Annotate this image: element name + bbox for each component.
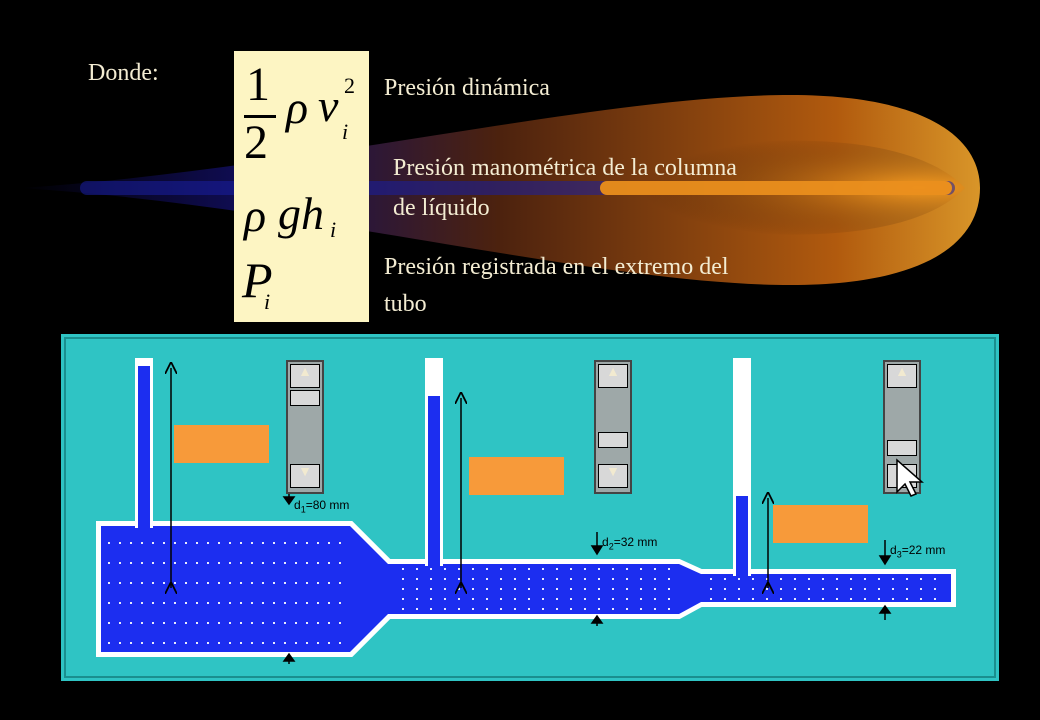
manometric-pressure-label-1: Presión manométrica de la columna <box>393 155 737 181</box>
formula-denominator: 2 <box>244 116 268 169</box>
gh-symbol: gh <box>278 188 324 239</box>
scroll-up-button-1[interactable]: ▲ <box>290 364 320 388</box>
pressure-value-box-3 <box>773 505 868 543</box>
mouse-cursor-icon <box>896 458 924 497</box>
rho-symbol-2: ρ <box>244 190 267 241</box>
velocity-symbol: v <box>318 80 339 131</box>
d2-label: d2=32 mm <box>602 535 658 552</box>
d1-label: d1=80 mm <box>294 498 350 515</box>
formula-box: 1 2 ρ v 2 i ρ gh i P i <box>234 51 369 322</box>
scroll-thumb-1[interactable] <box>290 390 320 406</box>
recorded-pressure-label-2: tubo <box>384 291 427 317</box>
pressure-symbol: P <box>242 252 273 308</box>
manometric-pressure-label-2: de líquido <box>393 195 490 221</box>
venturi-simulation: ▲ ▼ ▲ ▼ ▲ ▼ d1=80 mm d2=32 mm d3=22 mm <box>61 334 999 681</box>
scroll-down-button-1[interactable]: ▼ <box>290 464 320 488</box>
scrollbar-2[interactable]: ▲ ▼ <box>594 360 632 494</box>
scrollbar-1[interactable]: ▲ ▼ <box>286 360 324 494</box>
tube-3-water <box>736 496 748 576</box>
recorded-pressure-label-1: Presión registrada en el extremo del <box>384 254 729 280</box>
subscript-i: i <box>342 119 349 144</box>
diameter-markers <box>282 484 892 664</box>
scroll-up-button-2[interactable]: ▲ <box>598 364 628 388</box>
fraction-bar <box>244 115 276 118</box>
exponent-2: 2 <box>344 73 355 98</box>
comet-streak-decoration <box>20 95 980 285</box>
scroll-up-button-3[interactable]: ▲ <box>887 364 917 388</box>
pressure-value-box-1 <box>174 425 269 463</box>
scroll-down-button-2[interactable]: ▼ <box>598 464 628 488</box>
dynamic-pressure-label: Presión dinámica <box>384 75 550 101</box>
rho-symbol: ρ <box>286 82 309 133</box>
pressure-value-box-2 <box>469 457 564 495</box>
subscript-i-3: i <box>264 289 271 314</box>
formula-numerator: 1 <box>246 58 270 111</box>
scroll-thumb-3[interactable] <box>887 440 917 456</box>
scroll-thumb-2[interactable] <box>598 432 628 448</box>
subscript-i-2: i <box>330 217 337 242</box>
tube-2-water <box>428 396 440 566</box>
tube-1-water <box>138 366 150 528</box>
donde-label: Donde: <box>88 60 159 86</box>
d3-label: d3=22 mm <box>890 543 946 560</box>
